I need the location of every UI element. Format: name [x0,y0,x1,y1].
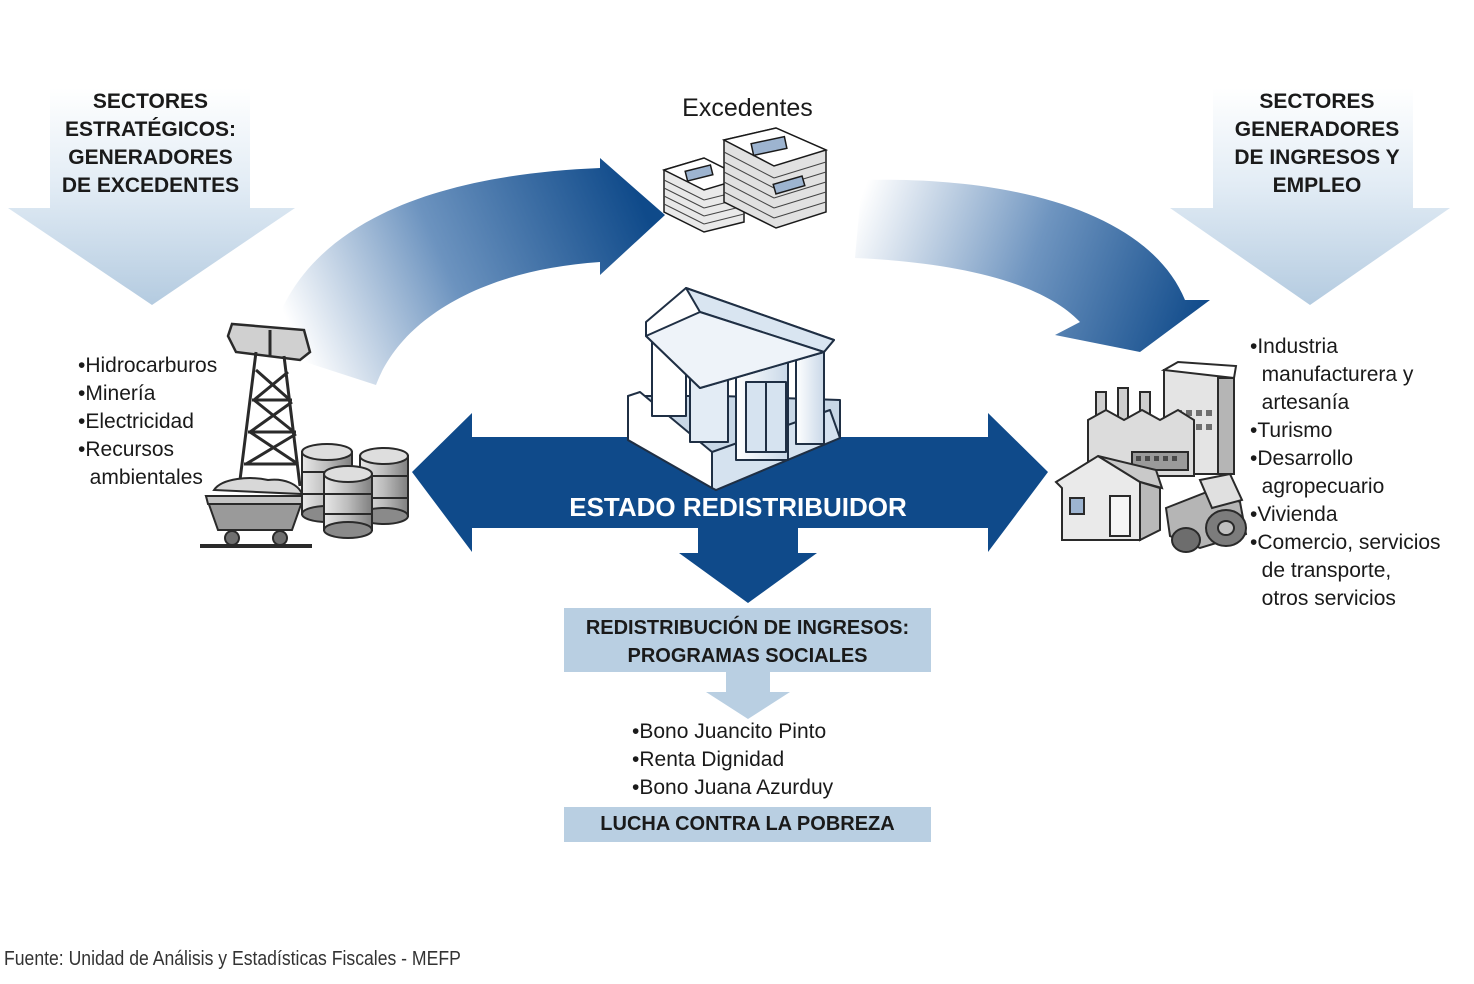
list-item: ambientales [78,466,203,489]
redistribution-box-line: PROGRAMAS SOCIALES [627,645,868,667]
social-programs-list: •Bono Juancito Pinto •Renta Dignidad •Bo… [632,718,833,802]
left-header-line: DE EXCEDENTES [61,174,240,197]
redistribution-box-line: REDISTRIBUCIÓN DE INGRESOS: [585,617,910,639]
barrels-icon [301,443,409,539]
list-item: •Vivienda [1250,503,1338,526]
government-building-icon [627,287,841,491]
list-item: •Recursos [78,438,175,461]
left-header-line: GENERADORES [68,146,233,169]
estado-redistribuidor-label: ESTADO REDISTRIBUIDOR [569,492,907,522]
list-item: artesanía [1250,391,1350,414]
left-header: SECTORES ESTRATÉGICOS: GENERADORES DE EX… [48,88,253,200]
small-down-arrow [706,672,790,719]
redistribution-box: REDISTRIBUCIÓN DE INGRESOS: PROGRAMAS SO… [564,608,931,672]
list-item: •Turismo [1250,419,1333,442]
left-sector-list: •Hidrocarburos •Minería •Electricidad •R… [78,352,217,492]
right-header-line: EMPLEO [1272,174,1362,197]
right-header-line: GENERADORES [1234,118,1400,141]
list-item: •Renta Dignidad [632,748,785,771]
list-item: •Electricidad [78,410,194,433]
redistribution-arrow [412,413,1048,603]
right-down-arrow [1170,88,1450,305]
left-down-arrow [8,88,295,305]
oil-derrick-icon [226,322,312,487]
arc-arrow-right [855,179,1210,352]
list-item: •Hidrocarburos [78,354,218,377]
list-item: de transporte, [1250,559,1392,582]
list-item: •Desarrollo [1250,447,1354,470]
list-item: •Bono Juancito Pinto [632,720,827,743]
right-sector-list: •Industria manufacturera y artesanía •Tu… [1250,333,1441,613]
money-stack-icon [661,127,829,233]
house-icon [1054,454,1164,542]
right-header-line: SECTORES [1259,90,1375,113]
tractor-icon [1164,472,1248,553]
arc-arrow-left [268,158,665,385]
left-header-line: ESTRATÉGICOS: [64,118,237,141]
list-item: agropecuario [1250,475,1385,498]
left-header-line: SECTORES [92,90,209,113]
list-item: •Industria [1250,335,1338,358]
list-item: •Comercio, servicios [1250,531,1441,554]
excedentes-label: Excedentes [682,94,813,122]
poverty-box: LUCHA CONTRA LA POBREZA [564,807,931,842]
source-note: Fuente: Unidad de Análisis y Estadística… [4,948,461,970]
list-item: •Bono Juana Azurduy [632,776,834,799]
right-header: SECTORES GENERADORES DE INGRESOS Y EMPLE… [1212,88,1422,200]
list-item: •Minería [78,382,156,405]
mine-cart-icon [200,477,312,548]
right-header-line: DE INGRESOS Y [1234,146,1400,169]
list-item: manufacturera y [1250,363,1414,386]
list-item: otros servicios [1250,587,1396,610]
